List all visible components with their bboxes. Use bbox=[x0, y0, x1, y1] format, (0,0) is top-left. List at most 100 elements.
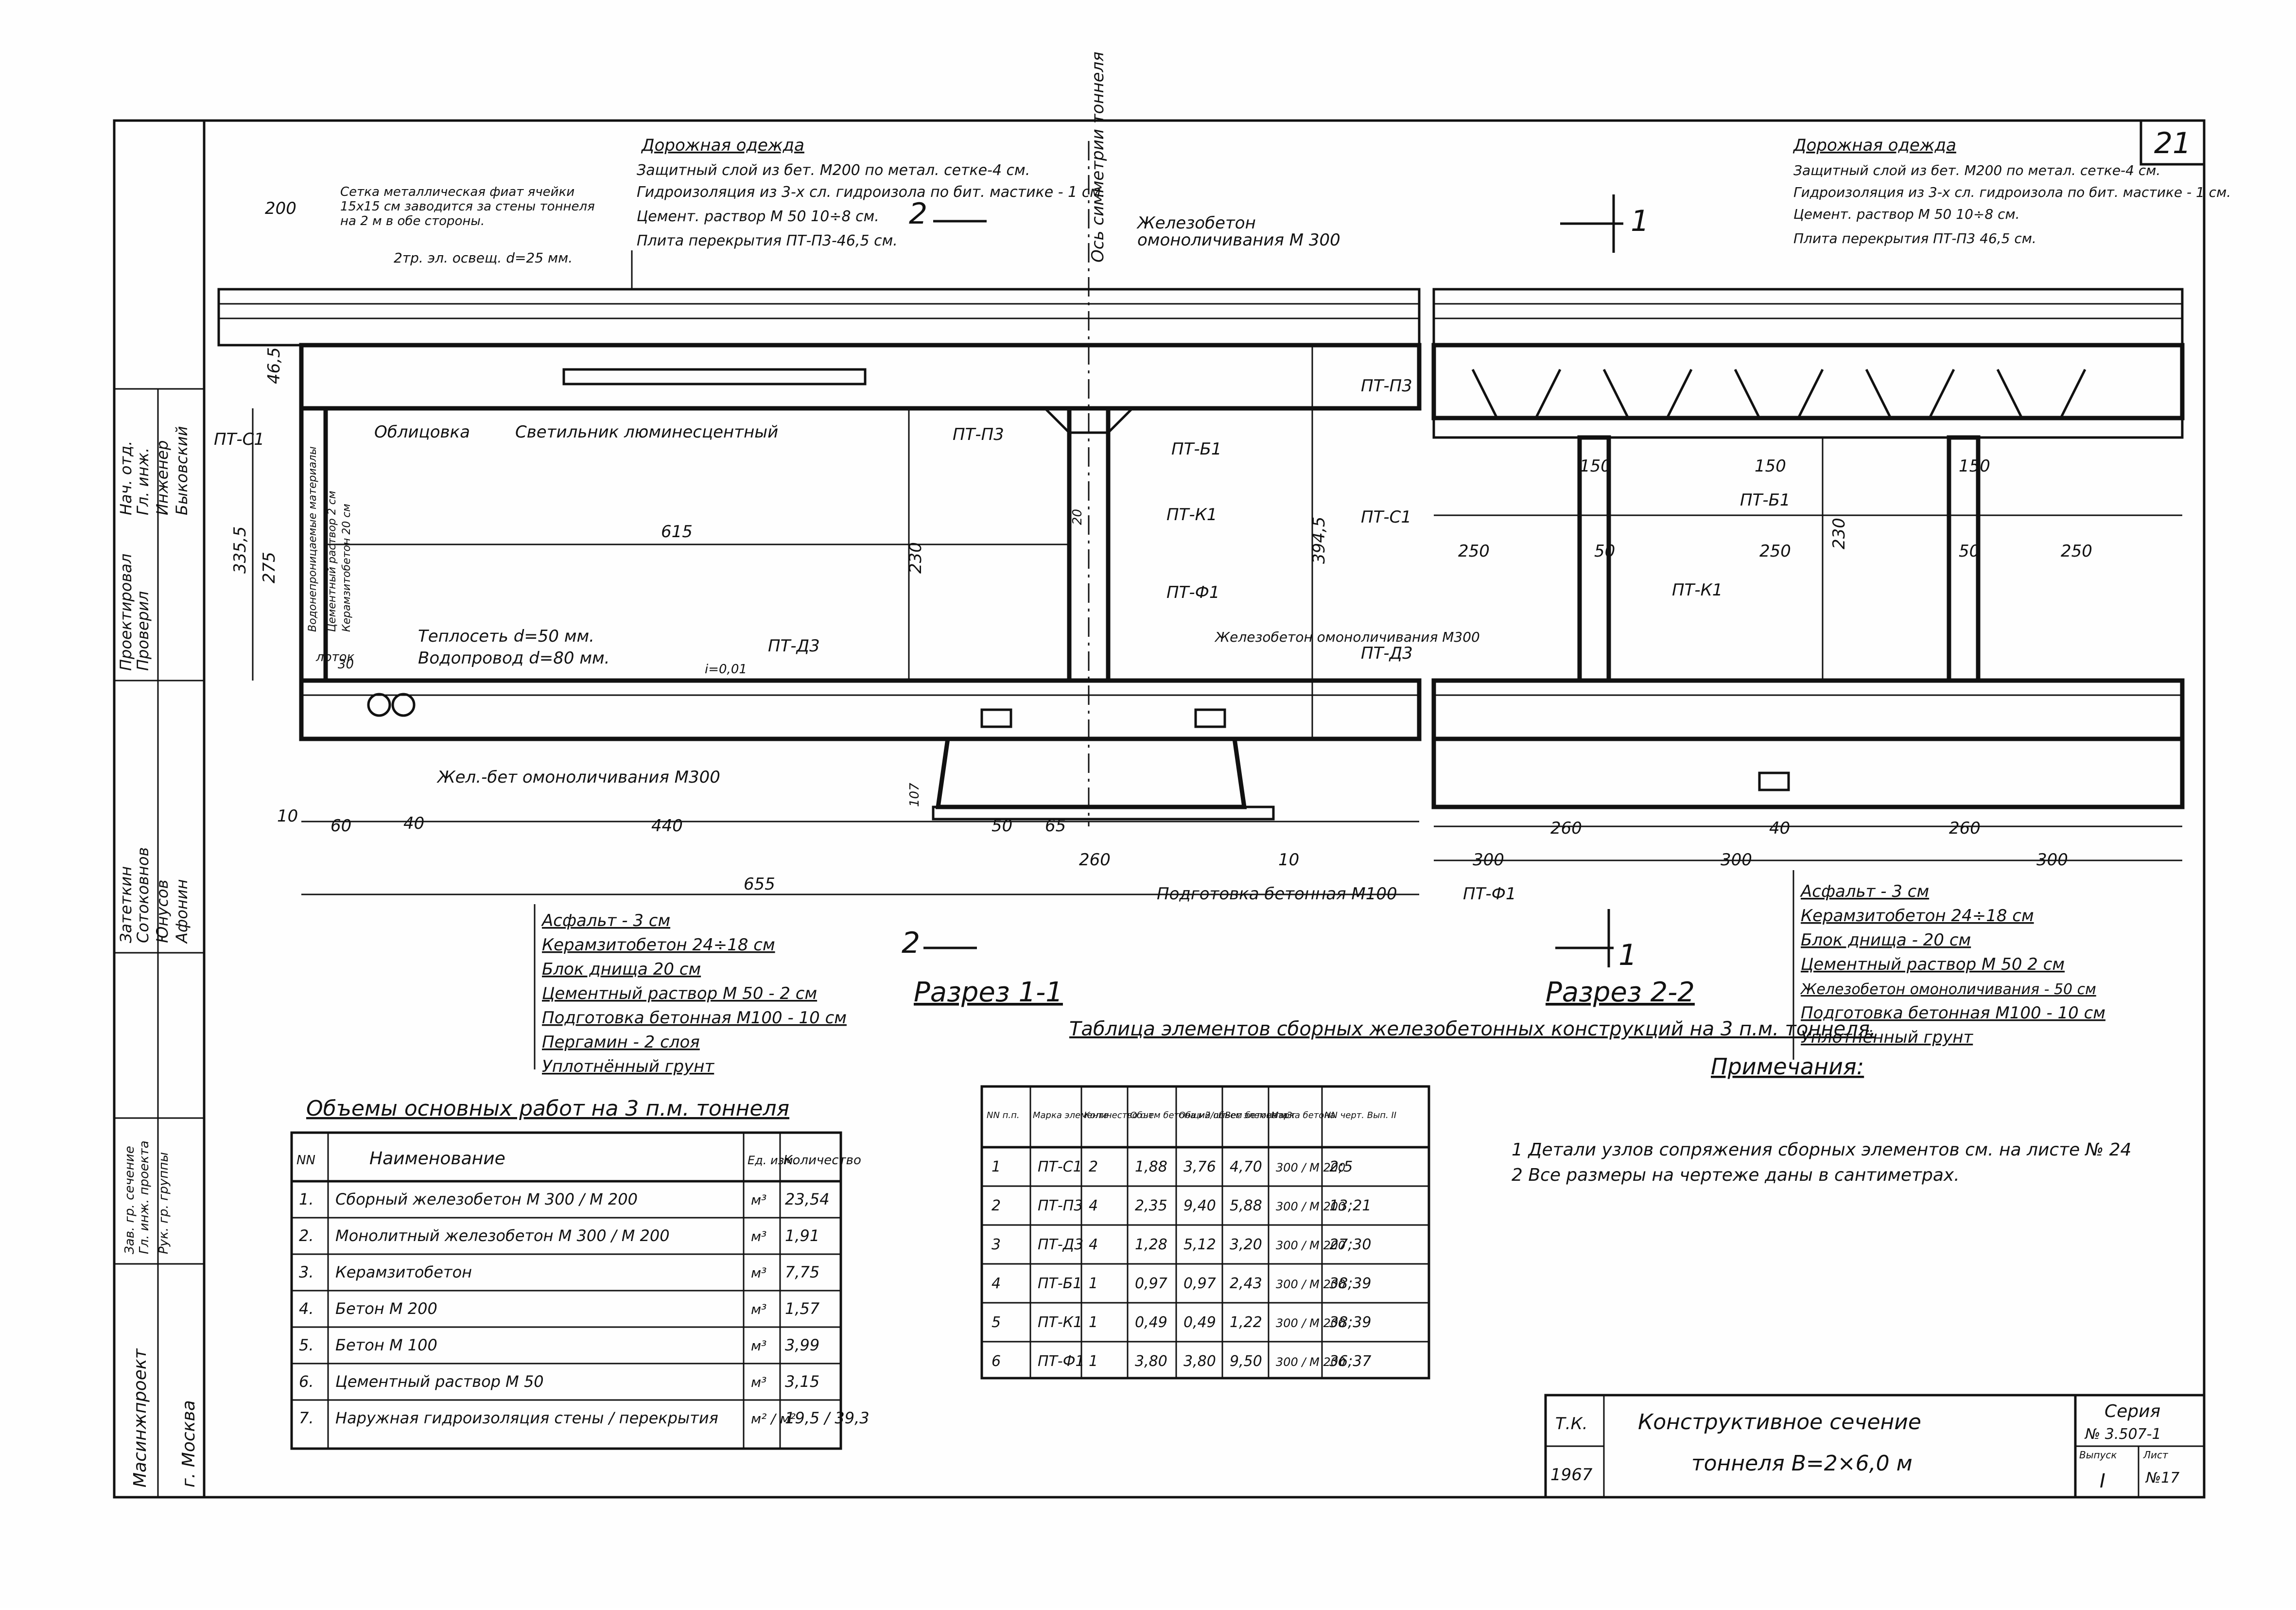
title-line-1: Конструктивное сечение bbox=[1638, 1410, 1921, 1435]
wall-layer-note: Цементный раствор 2 см bbox=[326, 491, 338, 632]
elements-table-frame bbox=[980, 1085, 1430, 1380]
label-heating-pipe: Теплосеть d=50 мм. bbox=[418, 627, 594, 646]
table-cell: ПТ-Б1 bbox=[1038, 1275, 1082, 1292]
bottom-layer: Цементный раствор М 50 - 2 см bbox=[542, 984, 817, 1003]
label-pt-d3: ПТ-Д3 bbox=[768, 636, 820, 656]
dim: 107 bbox=[907, 783, 922, 807]
section-2-2-bottom-layers: Асфальт - 3 см Керамзитобетон 24÷18 см Б… bbox=[1546, 870, 2105, 1060]
foundation-pt-f1 bbox=[1431, 736, 2185, 809]
section-1-1-top-callouts: Дорожная одежда Защитный слой из бет. М2… bbox=[340, 136, 1340, 289]
water-pipe-icon bbox=[391, 693, 416, 717]
label-pt-k1: ПТ-К1 bbox=[1166, 505, 1217, 525]
table-cell: 5,12 bbox=[1183, 1236, 1216, 1253]
table-cell: 300 / М 200 bbox=[1276, 1161, 1345, 1174]
cable-tray-icon bbox=[980, 708, 1012, 728]
road-layers-title: Дорожная одежда bbox=[641, 136, 804, 155]
table-cell: 300 / М 200 bbox=[1276, 1316, 1345, 1330]
bottom-layer: Керамзитобетон 24÷18 см bbox=[1801, 906, 2034, 926]
dim: 335,5 bbox=[230, 526, 250, 574]
stamp-role: Гл. инж. bbox=[134, 448, 152, 515]
table-cell: 5,88 bbox=[1230, 1197, 1262, 1214]
dim: 150 bbox=[1755, 456, 1786, 476]
table-cell: 38;39 bbox=[1329, 1314, 1371, 1331]
stamp-role: Гл. инж. проекта bbox=[137, 1140, 152, 1254]
sheet-label: Лист bbox=[2143, 1449, 2169, 1461]
cable-tray-icon bbox=[1758, 771, 1790, 791]
table-cell: 6 bbox=[991, 1353, 1001, 1370]
header-cell: Вес элемента т bbox=[1225, 1110, 1296, 1120]
section-2-2-dims: 150 150 150 250 50 250 50 250 230 260 40… bbox=[1458, 456, 2092, 870]
header-cell: Объем бетона м3/шт. bbox=[1130, 1110, 1229, 1120]
table-cell: 0,97 bbox=[1183, 1275, 1216, 1292]
row-qty: 19,5 / 39,3 bbox=[785, 1409, 870, 1427]
table-cell: 1,22 bbox=[1230, 1314, 1262, 1331]
label-monolithic-rc: Жел.-бет омоноличивания М300 bbox=[436, 768, 720, 787]
bottom-layer: Асфальт - 3 см bbox=[541, 911, 670, 930]
section-2-2: Дорожная одежда Защитный слой из бет. М2… bbox=[1361, 136, 2231, 1060]
volumes-table-header: NN Наименование Ед. изм. Количество bbox=[296, 1149, 861, 1169]
note-item: 2 Все размеры на чертеже даны в сантимет… bbox=[1512, 1165, 1960, 1185]
stamp-role: Рук. гр. группы bbox=[157, 1152, 171, 1254]
cable-tray-icon bbox=[1194, 708, 1226, 728]
dim: 30 bbox=[338, 657, 354, 672]
stamp-org: Масинжпроект bbox=[130, 1348, 150, 1488]
label-pt-d3: ПТ-Д3 bbox=[1361, 644, 1413, 663]
stamp-name: Инженер bbox=[153, 440, 172, 515]
dim: 250 bbox=[2061, 542, 2092, 561]
dim: 40 bbox=[403, 814, 424, 833]
row-number: 5. bbox=[299, 1336, 314, 1354]
table-cell: 300 / М 200 bbox=[1276, 1278, 1345, 1291]
table-cell: 38;39 bbox=[1329, 1275, 1371, 1292]
label-pt-b1: ПТ-Б1 bbox=[1740, 490, 1791, 510]
table-cell: 2;5 bbox=[1329, 1158, 1353, 1175]
slab-ribs bbox=[1471, 368, 2087, 420]
label-concrete-prep: Подготовка бетонная М100 bbox=[1157, 884, 1397, 904]
sheet-frame bbox=[113, 119, 2206, 1499]
dim: 10 bbox=[1278, 850, 1299, 870]
row-qty: 3,15 bbox=[785, 1372, 819, 1391]
heat-pipe-icon bbox=[367, 693, 391, 717]
section-1-1-bottom-layers: Асфальт - 3 см Керамзитобетон 24÷18 см Б… bbox=[534, 904, 1063, 1076]
dim: 275 bbox=[260, 552, 279, 583]
section-mark: 2 bbox=[909, 197, 927, 231]
elements-table-title: Таблица элементов сборных железобетонных… bbox=[1069, 1018, 1876, 1040]
row-qty: 1,91 bbox=[785, 1226, 819, 1245]
series-value: № 3.507-1 bbox=[2084, 1426, 2161, 1443]
road-layer: Цемент. раствор М 50 10÷8 см. bbox=[1793, 206, 2020, 222]
label-water-pipe: Водопровод d=80 мм. bbox=[418, 648, 609, 668]
title-block: Т.К. 1967 Конструктивное сечение тоннеля… bbox=[1544, 1394, 2206, 1499]
row-unit: м³ bbox=[751, 1228, 766, 1244]
elements-table-title: Таблица элементов сборных железобетонных… bbox=[1069, 1018, 1876, 1040]
dim: 40 bbox=[1769, 819, 1790, 838]
mesh-note: Сетка металлическая фиат ячейки 15х15 см… bbox=[340, 185, 595, 228]
row-name: Монолитный железобетон М 300 / М 200 bbox=[335, 1226, 670, 1245]
row-qty: 7,75 bbox=[785, 1263, 819, 1281]
row-unit: м³ bbox=[751, 1374, 766, 1390]
road-layer: Гидроизоляция из 3-х сл. гидроизола по б… bbox=[637, 184, 1105, 201]
dim: 200 bbox=[265, 199, 296, 218]
table-cell: 300 / М 200 bbox=[1276, 1200, 1345, 1213]
label-pt-c1: ПТ-С1 bbox=[1361, 508, 1411, 527]
dim: 250 bbox=[1759, 542, 1791, 561]
table-cell: 9,40 bbox=[1183, 1197, 1216, 1214]
table-cell: 27;30 bbox=[1329, 1236, 1371, 1253]
section-1-1-dims: 200 615 230 394,5 335,5 275 46,5 440 60 … bbox=[230, 199, 1329, 894]
dim: 50 bbox=[1959, 542, 1980, 561]
label-slope: i=0,01 bbox=[705, 662, 747, 677]
table-cell: 1,88 bbox=[1135, 1158, 1167, 1175]
stamp-name: Юнусов bbox=[153, 880, 172, 943]
concrete-note: Железобетон bbox=[1136, 213, 1256, 233]
dim: 300 bbox=[1473, 850, 1504, 870]
header-name: Наименование bbox=[369, 1149, 505, 1169]
stamp-name: Сотоковнов bbox=[134, 847, 152, 943]
dim: 655 bbox=[744, 875, 775, 894]
sheet-value: №17 bbox=[2145, 1470, 2179, 1487]
header-cell: NN черт. Вып. II bbox=[1324, 1110, 1396, 1120]
road-layer: Защитный слой из бет. М200 по метал. сет… bbox=[1793, 162, 2160, 178]
header-qty: Количество bbox=[783, 1153, 861, 1168]
header-unit: Ед. изм. bbox=[748, 1154, 797, 1167]
row-name: Бетон М 100 bbox=[335, 1336, 437, 1354]
issue-label: Выпуск bbox=[2079, 1449, 2117, 1461]
label-lining: Облицовка bbox=[374, 422, 470, 442]
dim: 20 bbox=[1070, 509, 1085, 525]
